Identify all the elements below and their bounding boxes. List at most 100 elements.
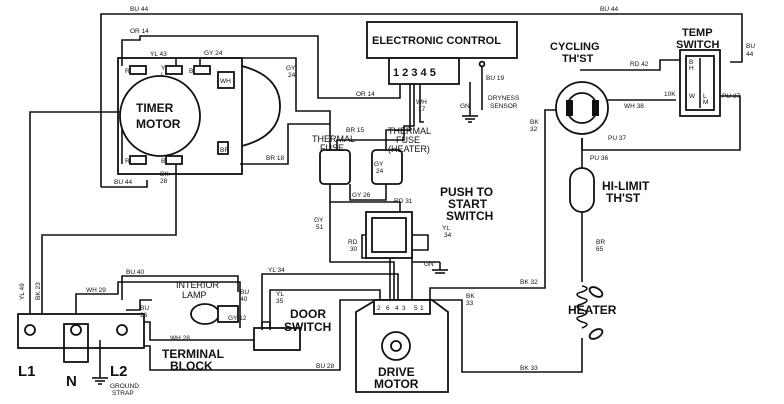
label-bk33-right-1: BK [466, 293, 475, 300]
label-yl35-2: 35 [276, 298, 284, 305]
label-yl34-push-2: 34 [444, 232, 452, 239]
dryness-label: DRYNESS [488, 95, 520, 102]
wire-rd30 [361, 234, 391, 300]
label-yl49: YL 49 [19, 283, 26, 300]
thermal-fuse-heater-label-2: FUSE [396, 135, 420, 145]
thermal-fuse-heater-label-3: (HEATER) [388, 144, 430, 154]
switch-label: SWITCH [446, 209, 493, 223]
label-gn-push: GN [424, 261, 434, 268]
label-yl43: YL 43 [150, 51, 167, 58]
door-switch-tabs [261, 321, 271, 330]
label-gy24-fuse-1: GY [374, 161, 384, 168]
label-pu37-bottom: PU 37 [608, 135, 626, 142]
timer-br-letter: BR [220, 147, 229, 154]
drive-motor-label: MOTOR [374, 377, 419, 391]
label-bk32-bottom: BK 32 [520, 279, 538, 286]
strap-label: STRAP [112, 390, 134, 397]
temp-h-letter: H [689, 65, 694, 72]
label-gy24-mid-1: GY [286, 65, 296, 72]
wire-br15 [336, 82, 415, 150]
cycling-thermostat-terminal-right [592, 100, 599, 116]
label-bu44-right-2: 44 [746, 51, 754, 58]
drive-motor-connector [373, 299, 431, 315]
l2-label: L2 [110, 363, 128, 380]
motor-terminal-4: 4 [395, 305, 399, 312]
temp-switch-label: SWITCH [676, 39, 719, 51]
thermal-fuse-heater-label-1: THERMAL [388, 126, 431, 136]
terminal-l1 [24, 324, 36, 336]
wire-gy26 [349, 184, 387, 201]
label-br65-1: BR [596, 239, 605, 246]
label-bu40-top: BU 40 [126, 269, 144, 276]
timer-b-letter: B [189, 68, 193, 75]
label-gy24-fuse-2: 24 [376, 168, 384, 175]
label-rd30-1: RD [348, 239, 358, 246]
wire-yl49 [29, 111, 123, 330]
block-label: BLOCK [170, 359, 213, 373]
cycling-thst-label: TH'ST [562, 53, 594, 65]
cycling-thermostat-terminal-left [566, 100, 573, 116]
label-bu44-top-left: BU 44 [130, 6, 148, 13]
temp-b-letter: B [689, 59, 693, 66]
label-rd42: RD 42 [630, 61, 649, 68]
label-bu44-bottom: BU 44 [114, 179, 132, 186]
label-bu26-1: BU [140, 305, 149, 312]
label-bu26-2: 26 [140, 312, 148, 319]
label-br15: BR 15 [346, 127, 364, 134]
label-br18: BR 18 [266, 155, 284, 162]
electronic-control-label: ELECTRONIC CONTROL [372, 35, 501, 47]
label-bk28-2: 28 [160, 178, 168, 185]
wire-bu44-top [100, 13, 743, 187]
push-to-start-inner [371, 217, 407, 253]
thermal-fuse [319, 149, 351, 185]
wire-bk32 [429, 109, 560, 300]
wire-bu44-bottom [101, 180, 148, 188]
label-wh17-2: 17 [418, 106, 426, 113]
temp-w-letter: W [689, 93, 696, 100]
heater-terminal-bottom [588, 328, 604, 340]
door-switch-label: SWITCH [284, 320, 331, 334]
timer-motor-circle [119, 75, 201, 157]
motor-terminal-6: 6 [386, 305, 390, 312]
label-bu40-side-2: 40 [240, 296, 248, 303]
door-switch-body[interactable] [253, 327, 301, 351]
push-to-start-switch[interactable] [365, 211, 413, 259]
hi-limit-thst-label: TH'ST [606, 191, 641, 205]
timer-terminal-wh [217, 71, 235, 89]
ground-label: GROUND [110, 383, 139, 390]
motor-terminal-3: 3 [402, 305, 406, 312]
timer-terminal-b [193, 65, 211, 75]
motor-terminal-1: 1 [420, 305, 424, 312]
label-yl34-push-1: YL [442, 225, 450, 232]
temp-10k-label: 10K [664, 91, 676, 98]
timer-terminal-bk [165, 155, 183, 165]
label-wh28: WH 28 [170, 335, 190, 342]
label-yl34-door: YL 34 [268, 267, 285, 274]
wire-or14 [121, 35, 401, 99]
wire-br18 [240, 123, 330, 165]
label-bk32-top-1: BK [530, 119, 539, 126]
label-pu37-right: PU 37 [722, 93, 740, 100]
label-gn-control: GN [460, 103, 470, 110]
timer-b-bottom-letter: B [161, 158, 165, 165]
heater-label: HEATER [568, 303, 617, 317]
wire-bk23 [41, 164, 177, 322]
wire-yl34-push [410, 234, 429, 300]
temp-label: TEMP [682, 27, 713, 39]
timer-terminal-r-bottom [129, 155, 147, 165]
label-gy24-mid-2: 24 [288, 72, 296, 79]
push-to-label: PUSH TO [440, 185, 493, 199]
heater-coil [576, 285, 588, 329]
terminal-n [70, 324, 82, 336]
terminal-label: TERMINAL [162, 347, 224, 361]
lamp-label: LAMP [182, 290, 207, 300]
timer-l-letter: L [161, 72, 165, 79]
label-gy12: GY 12 [228, 315, 247, 322]
timer-terminal-y [165, 65, 183, 75]
label-bu40-side-1: BU [240, 289, 249, 296]
label-rd30-2: 30 [350, 246, 358, 253]
sensor-label: SENSOR [490, 103, 518, 110]
label-gy26: GY 26 [352, 192, 371, 199]
label-rd31: RD 31 [394, 198, 413, 205]
